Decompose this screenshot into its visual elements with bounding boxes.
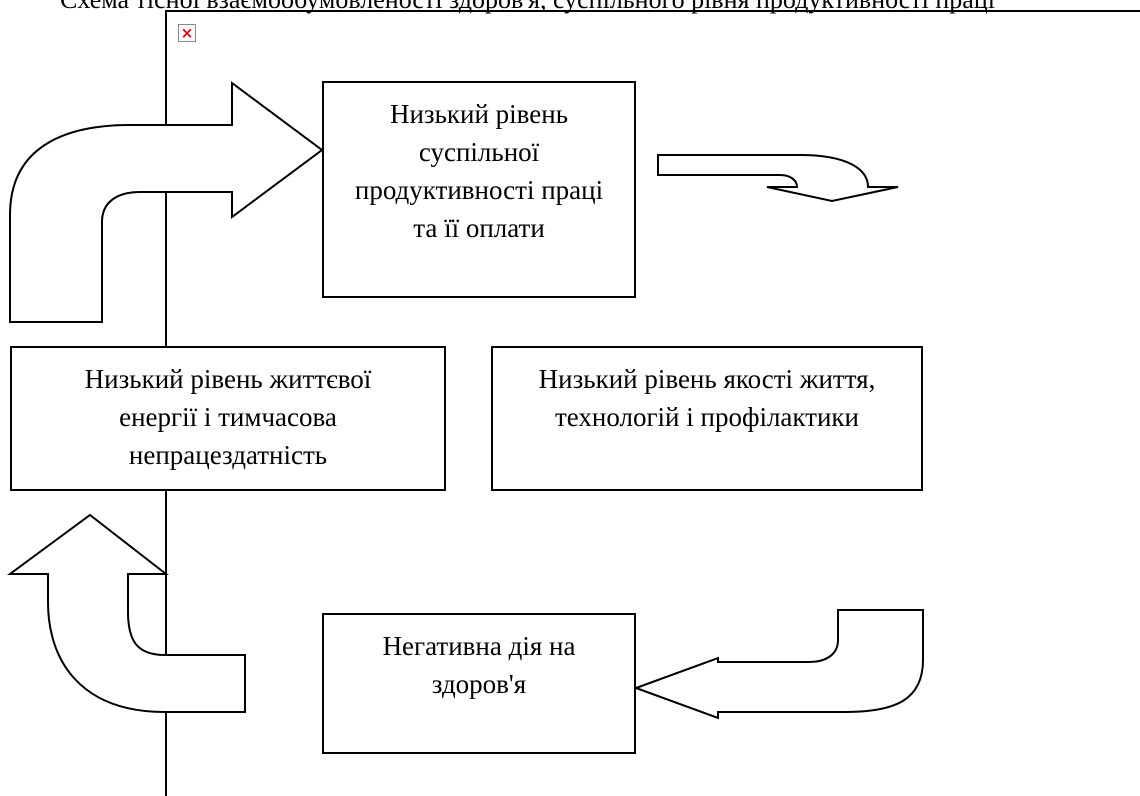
curved-arrow-up-right-icon xyxy=(9,81,324,323)
clipped-heading-text: Схема тісної взаємообумовленості здоров'… xyxy=(60,0,995,13)
box-low-productivity: Низький рівень суспільної продуктивності… xyxy=(322,81,636,298)
box-negative-health-impact: Негативна дія на здоров'я xyxy=(322,613,636,754)
curved-arrow-up-icon xyxy=(6,513,246,713)
broken-image-icon: × xyxy=(178,24,196,42)
frame-top-border xyxy=(165,10,1140,12)
curved-arrow-left-icon xyxy=(633,609,924,720)
box-low-vital-energy: Низький рівень життєвої енергії і тимчас… xyxy=(10,346,446,491)
curved-arrow-down-right-icon xyxy=(657,154,899,203)
box-low-quality-of-life: Низький рівень якості життя, технологій … xyxy=(491,346,923,491)
